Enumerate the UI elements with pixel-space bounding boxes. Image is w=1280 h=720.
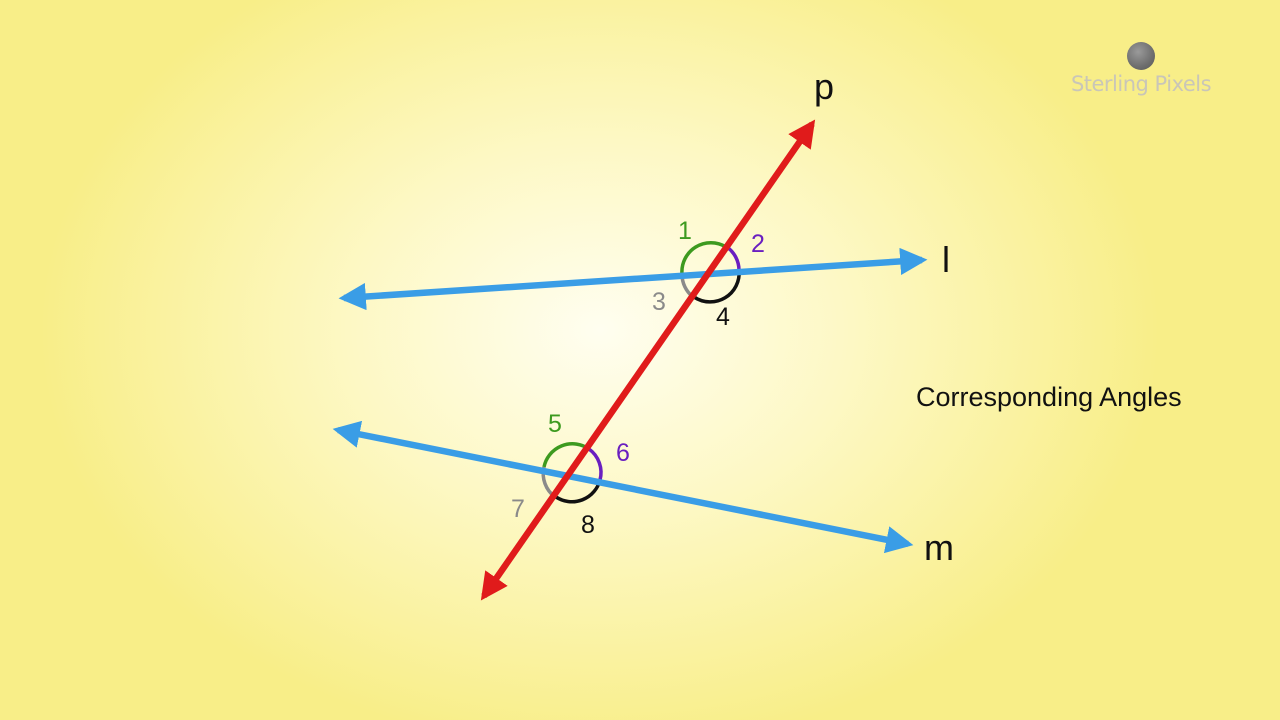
angle-5-label: 5 xyxy=(548,410,562,438)
line-p-label: p xyxy=(814,66,834,107)
line-m-label: m xyxy=(924,527,954,568)
line-p xyxy=(480,119,816,601)
angle-2-label: 2 xyxy=(751,230,765,258)
angle-7-label: 7 xyxy=(511,495,525,523)
angle-2-arc xyxy=(725,245,741,271)
watermark-text: Sterling Pixels xyxy=(1070,72,1212,96)
angle-8-label: 8 xyxy=(581,511,595,539)
sterling-pixels-logo-icon xyxy=(1127,42,1155,70)
line-l xyxy=(338,247,928,311)
angle-6-label: 6 xyxy=(616,439,630,467)
angle-6-arc xyxy=(587,447,603,481)
diagram-title: Corresponding Angles xyxy=(916,382,1182,412)
angle-4-label: 4 xyxy=(716,303,730,331)
angle-1-label: 1 xyxy=(678,217,692,245)
line-l-label: l xyxy=(942,239,950,280)
angle-3-label: 3 xyxy=(652,288,666,316)
watermark: Sterling Pixels xyxy=(1066,42,1216,96)
